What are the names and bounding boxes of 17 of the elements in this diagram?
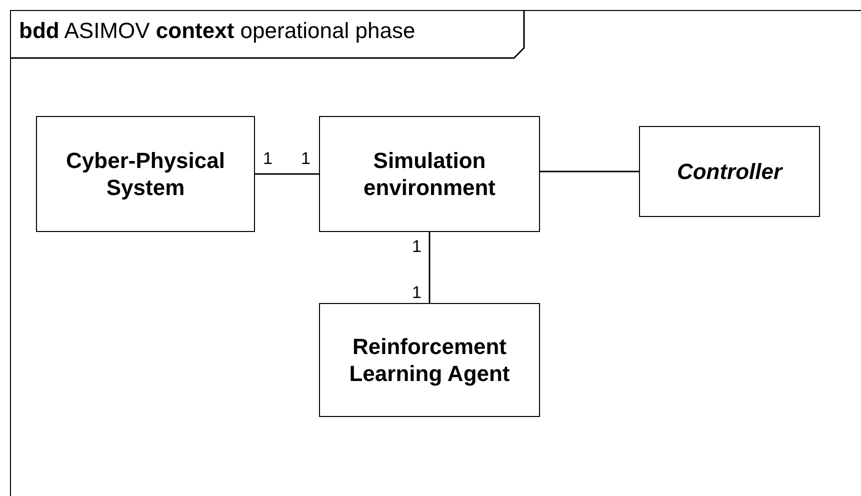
block-box	[36, 116, 255, 232]
block-name: Simulation environment	[362, 146, 497, 202]
block-box	[639, 126, 820, 217]
diagram-frame	[10, 10, 861, 496]
block-name: Cyber-Physical System	[65, 146, 226, 202]
block-name: Controller	[676, 158, 782, 186]
association-line	[255, 173, 319, 175]
block-box	[319, 116, 540, 232]
association-line	[540, 170, 639, 172]
association-line	[428, 232, 430, 303]
frame-heading: bdd ASIMOV context operational phase	[19, 18, 416, 44]
block-box	[319, 303, 540, 417]
multiplicity-label: 1	[412, 284, 422, 301]
multiplicity-label: 1	[412, 238, 422, 255]
multiplicity-label: 1	[263, 150, 272, 167]
block-name: Reinforcement Learning Agent	[348, 332, 511, 388]
multiplicity-label: 1	[301, 150, 310, 167]
